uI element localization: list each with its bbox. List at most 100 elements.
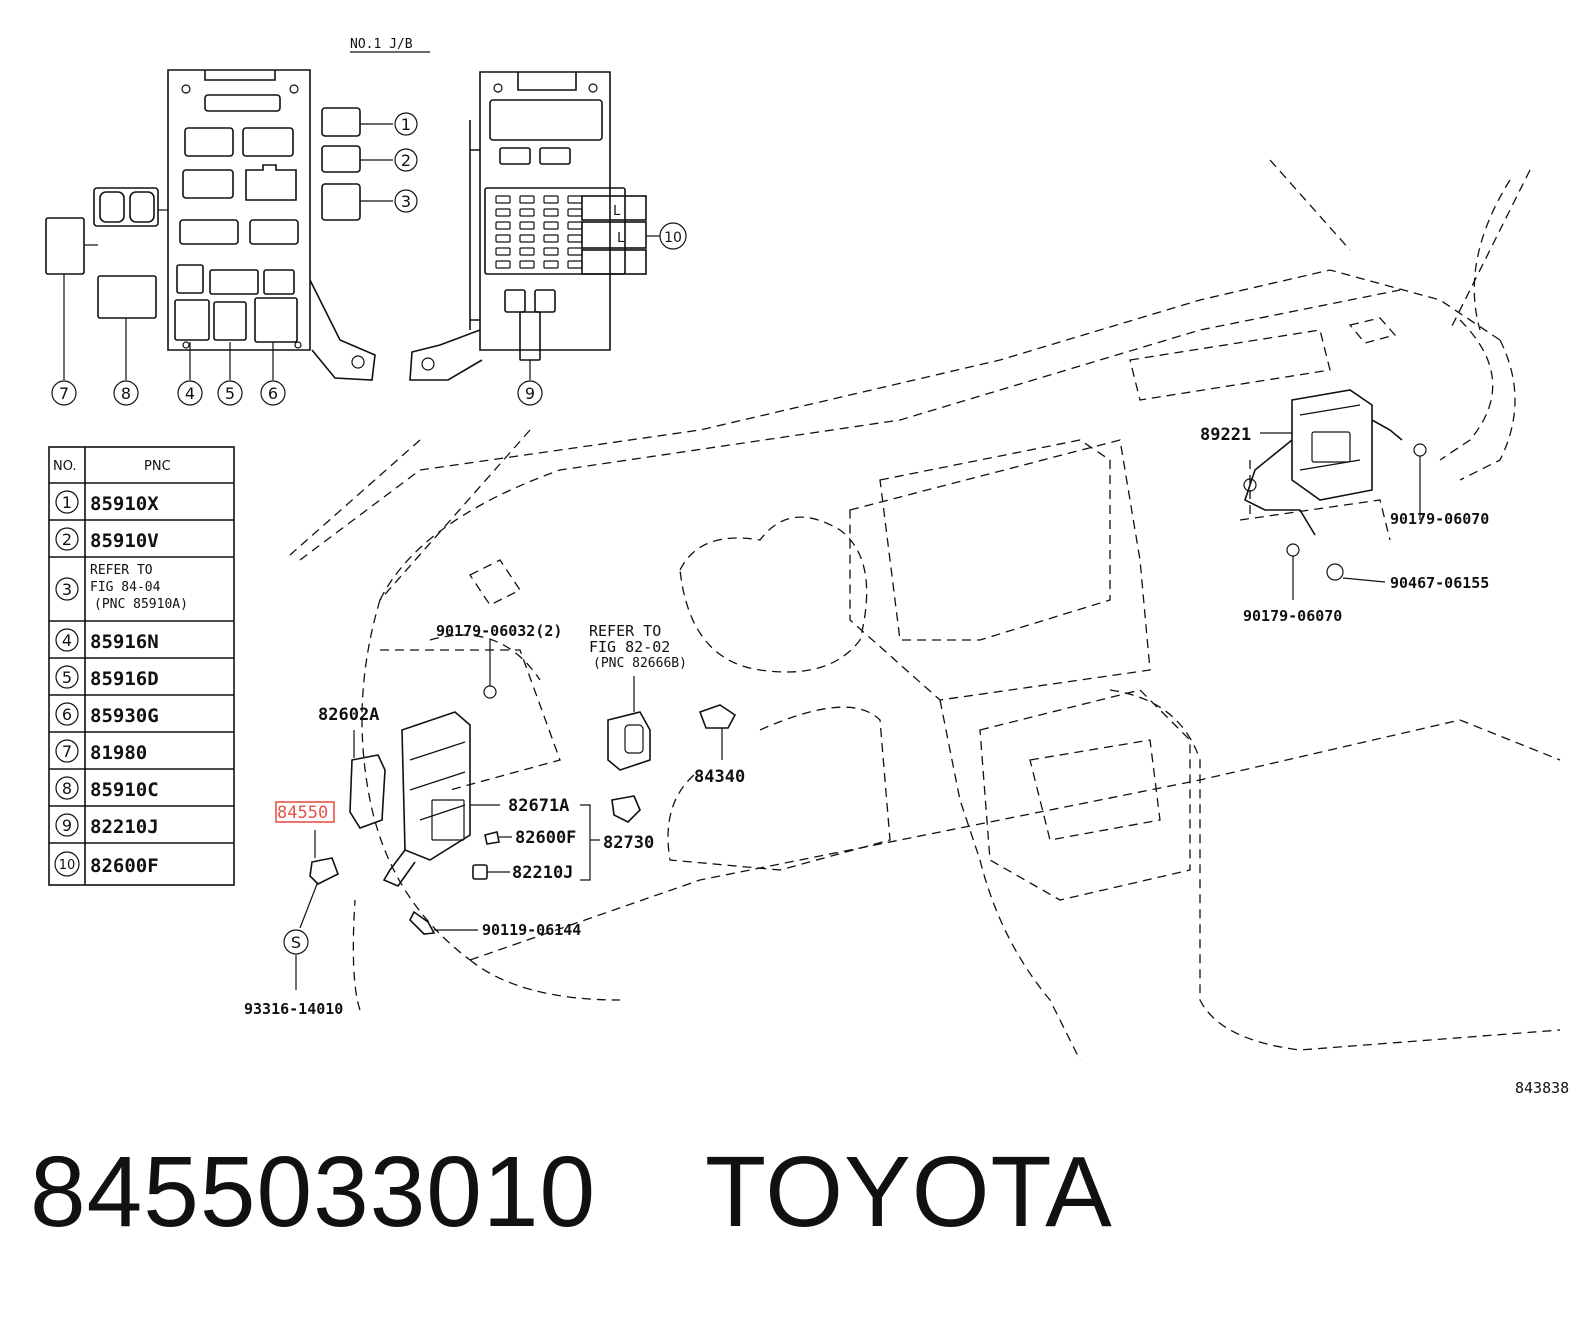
- label-82730: 82730: [603, 833, 654, 853]
- fuse-grid: [495, 195, 583, 269]
- label-82602A: 82602A: [318, 705, 379, 725]
- svg-text:85910V: 85910V: [90, 530, 159, 552]
- fuse-slot: [519, 195, 535, 204]
- svg-text:85910X: 85910X: [90, 493, 159, 515]
- footer-brand: TOYOTA: [704, 1136, 1113, 1248]
- fuse-slot: [519, 260, 535, 269]
- svg-text:85930G: 85930G: [90, 705, 159, 727]
- label-90179-06032: 90179-06032(2): [436, 622, 562, 640]
- label-82210J: 82210J: [512, 863, 573, 883]
- junction-block-front: [45, 69, 393, 381]
- fuse-slot: [543, 208, 559, 217]
- fuse-slot: [519, 234, 535, 243]
- label-refer-line1: REFER TO: [589, 622, 661, 640]
- junction-block-rear: L L: [409, 71, 660, 381]
- svg-text:4: 4: [185, 384, 195, 403]
- fuse-slot: [543, 247, 559, 256]
- fuse-slot: [519, 221, 535, 230]
- fuse-slot: [495, 234, 511, 243]
- svg-text:2: 2: [62, 530, 72, 549]
- fuse-slot: [495, 221, 511, 230]
- fuse-slot: [519, 247, 535, 256]
- footer-caption: 8455033010 TOYOTA: [30, 1135, 1113, 1250]
- svg-text:8: 8: [62, 779, 72, 798]
- fuse-slot: [567, 234, 583, 243]
- fuse-slot: [543, 260, 559, 269]
- svg-text:1: 1: [62, 493, 72, 512]
- fuse-slot: [543, 234, 559, 243]
- footer-part-number: 8455033010: [30, 1136, 597, 1248]
- svg-text:3: 3: [62, 580, 72, 599]
- svg-text:9: 9: [525, 384, 535, 403]
- fuse-slot: [567, 195, 583, 204]
- svg-text:81980: 81980: [90, 742, 147, 764]
- svg-text:82210J: 82210J: [90, 816, 159, 838]
- callout-10: 10: [659, 222, 687, 250]
- label-refer-line2: FIG 82-02: [589, 638, 670, 656]
- table-header-no: NO.: [53, 459, 77, 474]
- ecu-89221: [1243, 389, 1427, 600]
- highlight-84550: [275, 801, 335, 823]
- label-90179-06070-b: 90179-06070: [1243, 607, 1342, 625]
- label-refer-line3: (PNC 82666B): [593, 656, 687, 671]
- jb-title: NO.1 J/B: [350, 37, 413, 52]
- svg-text:10: 10: [59, 858, 76, 873]
- fuse-slot: [567, 247, 583, 256]
- table-row: 10 82600F: [54, 851, 159, 877]
- svg-text:(PNC 85910A): (PNC 85910A): [94, 597, 188, 612]
- fuse-slot: [495, 260, 511, 269]
- svg-text:2: 2: [401, 151, 411, 170]
- svg-text:3: 3: [401, 192, 411, 211]
- callout-4: 4: [177, 380, 203, 406]
- table-row: 3 REFER TO FIG 84-04 (PNC 85910A): [55, 563, 188, 612]
- label-82671A: 82671A: [508, 796, 569, 816]
- label-93316-14010: 93316-14010: [244, 1000, 343, 1018]
- relay-block-components: [295, 640, 737, 990]
- fuse-slot: [543, 221, 559, 230]
- svg-text:7: 7: [62, 742, 72, 761]
- svg-text:85916D: 85916D: [90, 668, 159, 690]
- label-90179-06070-a: 90179-06070: [1390, 510, 1489, 528]
- fuse-slot: [519, 208, 535, 217]
- pnc-table: NO. PNC 1 85910X 2 85910V 3 REFER TO FIG 8…: [48, 446, 235, 886]
- fuse-slot: [567, 260, 583, 269]
- svg-text:6: 6: [62, 705, 72, 724]
- svg-text:5: 5: [62, 668, 72, 687]
- callout-s: S: [283, 929, 309, 955]
- callout-3: 3: [394, 189, 418, 213]
- label-90119-06144: 90119-06144: [482, 921, 581, 939]
- fuse-mark-lower: L: [617, 231, 625, 246]
- svg-text:5: 5: [225, 384, 235, 403]
- instrument-panel-outline: [289, 159, 1561, 1061]
- label-84340: 84340: [694, 767, 745, 787]
- callout-6: 6: [260, 380, 286, 406]
- svg-text:85916N: 85916N: [90, 631, 159, 653]
- callout-5: 5: [217, 380, 243, 406]
- fuse-slot: [567, 208, 583, 217]
- table-row: 1 85910X: [55, 490, 159, 515]
- fuse-slot: [495, 208, 511, 217]
- svg-text:REFER TO: REFER TO: [90, 563, 153, 578]
- figure-number: 843838: [1515, 1079, 1569, 1097]
- fuse-slot: [495, 195, 511, 204]
- callout-1: 1: [394, 112, 418, 136]
- svg-text:82600F: 82600F: [90, 855, 159, 877]
- svg-text:7: 7: [59, 384, 69, 403]
- table-row: 2 85910V: [55, 527, 159, 552]
- label-90467-06155: 90467-06155: [1390, 574, 1489, 592]
- label-89221: 89221: [1200, 425, 1251, 445]
- table-header-pnc: PNC: [144, 459, 171, 474]
- table-row: 4 85916N: [55, 628, 159, 653]
- fuse-slot: [495, 247, 511, 256]
- callout-2: 2: [394, 148, 418, 172]
- svg-text:1: 1: [401, 115, 411, 134]
- fuse-slot: [543, 195, 559, 204]
- callout-7: 7: [51, 380, 77, 406]
- svg-text:4: 4: [62, 631, 72, 650]
- table-row: 7 81980: [55, 739, 147, 764]
- callout-8: 8: [113, 380, 139, 406]
